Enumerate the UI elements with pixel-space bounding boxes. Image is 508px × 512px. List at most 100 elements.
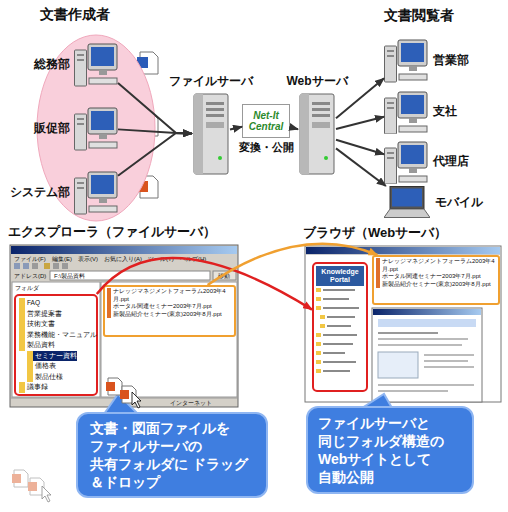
browser-window-chrome-part [305,246,501,402]
browser-window-chrome-part [316,369,321,373]
viewer-label: 代理店 [433,155,469,167]
file-name: ポータル関連セミナー2003年7月.ppt [376,273,496,281]
browser-window-chrome-part [316,342,321,346]
dragged-file-part [106,378,122,395]
browser-window-chrome-part [323,352,345,354]
laptop-icon: モバイル [384,186,430,218]
file-name: 新製品紹介セミナー(東京)2003年8月.ppt [107,311,232,319]
document-window-part [378,319,476,327]
viewer-label: 営業部 [433,54,469,66]
browser-window-chrome-part [323,334,357,336]
browser-window-chrome-part [327,316,355,318]
section-heading: ブラウザ（Webサーバ） [303,226,447,239]
file-name: 新製品紹介セミナー(東京)2003年8月.ppt [376,281,496,289]
folder-name: 議事録 [19,382,48,393]
explorer-window-chrome-part [10,245,238,407]
pc-icon: 代理店 [384,138,428,184]
pc-icon: 支社 [384,88,428,134]
document-window [372,308,482,402]
explorer-window-chrome-part [213,271,236,280]
browser-window-chrome-part [323,289,355,291]
explorer-window-chrome-part [101,282,237,397]
pc-drawing [384,36,428,84]
document-window-part [424,360,468,362]
callout-text: ファイルサーバと 同じフォルダ構造の Webサイトとして 自動公開 [318,414,462,486]
dragged-file-part-part-part [12,474,21,483]
flow-arrow [230,127,242,130]
server-label: Webサーバ [286,75,347,87]
browser-window-chrome-part [316,360,321,364]
pc-drawing [384,88,428,134]
menu-item: ヘルプ(H) [180,256,206,262]
explorer-window: エクスプローラ（ファイルサーバ）FAQ営業提案書技術文書業務機能・マニュアル製品… [10,245,238,407]
browser-window-chrome-part [323,361,356,363]
folder-name: 価格表 [27,361,56,372]
dragged-file-part-part [28,478,44,495]
server-drawing [192,92,230,176]
menu-item: ツール(T) [148,256,174,262]
product-label: 変換・公開 [239,142,294,153]
callout-box: 文書・図面ファイルを ファイルサーバの 共有フォルダに ドラッグ＆ドロップ [76,412,268,498]
callout-box: ファイルサーバと 同じフォルダ構造の Webサイトとして 自動公開 [306,406,474,494]
flow-arrow [336,140,384,155]
folder-name: 営業提案書 [19,309,62,320]
file-name: ナレッジマネジメントフォーラム2003年4月.ppt [107,288,232,303]
portal-title: Knowledge Portal [316,266,364,286]
browser-window-chrome-part [323,307,359,309]
explorer-window-chrome-part [14,263,20,269]
browser-window-chrome-part [320,315,325,319]
dragged-file-part-part [106,382,115,391]
explorer-window-chrome-part [53,263,59,269]
folder-name: 技術文書 [19,319,55,330]
group-heading: 文書作成者 [40,7,110,21]
server-drawing [298,92,336,176]
menu-item: お気に入り(A) [104,256,142,262]
browser-window-chrome-part [316,297,321,301]
document-window-part [378,332,438,334]
browser-window: ブラウザ（Webサーバ）Knowledge Portalナレッジマネジメントフォ… [305,246,501,402]
pane-title: フォルダ [15,285,39,291]
department-label: 販促部 [34,122,70,134]
browser-window-chrome-part [306,247,500,254]
menu-item: 表示(V) [78,256,98,262]
pc-icon: 販促部 [74,104,118,152]
document-window-part [372,308,482,402]
go-button: 移動 [218,273,230,279]
flow-arrow [208,244,378,285]
browser-window-chrome-part [316,333,321,337]
browser-window-chrome-part [316,288,321,292]
viewer-label: モバイル [435,196,483,208]
pc-drawing [74,40,118,88]
address-value: F:\製品資料 [54,273,85,279]
pc-icon: システム部 [74,168,118,216]
flow-arrow [290,127,298,129]
document-window-part [378,338,468,340]
document-window-part [424,354,474,356]
dragged-file-part-part-part [28,482,37,491]
menu-item: ファイル(F) [14,256,46,262]
group-heading: 文書閲覧者 [384,8,454,22]
browser-window-chrome-part [316,306,321,310]
folder-name: 業務機能・マニュアル [19,330,97,341]
dragged-file-part-part [12,470,28,487]
explorer-window-chrome-part [23,263,29,269]
pc-drawing [74,104,118,152]
web-list-highlight: ナレッジマネジメントフォーラム2003年4月.pptポータル関連セミナー2003… [372,255,500,305]
explorer-window-chrome [10,245,238,407]
explorer-window-chrome-part [50,271,210,280]
pc-icon: 営業部 [384,36,428,84]
folder-name: セミナー資料 [27,351,77,362]
browser-window-chrome-part [323,370,350,372]
server-icon: Webサーバ [298,92,336,176]
explorer-window-chrome-part [11,246,237,254]
explorer-window-chrome-part [44,263,50,269]
pc-icon: 総務部 [74,40,118,88]
product-label: Net-It Central [243,110,289,132]
dragged-file-part-part [42,486,51,502]
callout-text: 文書・図面ファイルを ファイルサーバの 共有フォルダに ドラッグ＆ドロップ [90,419,254,491]
dragged-file-part-part [120,390,129,399]
browser-window-chrome-part [316,351,321,355]
folder-name: 製品仕様 [27,372,63,383]
department-label: 総務部 [34,58,70,70]
